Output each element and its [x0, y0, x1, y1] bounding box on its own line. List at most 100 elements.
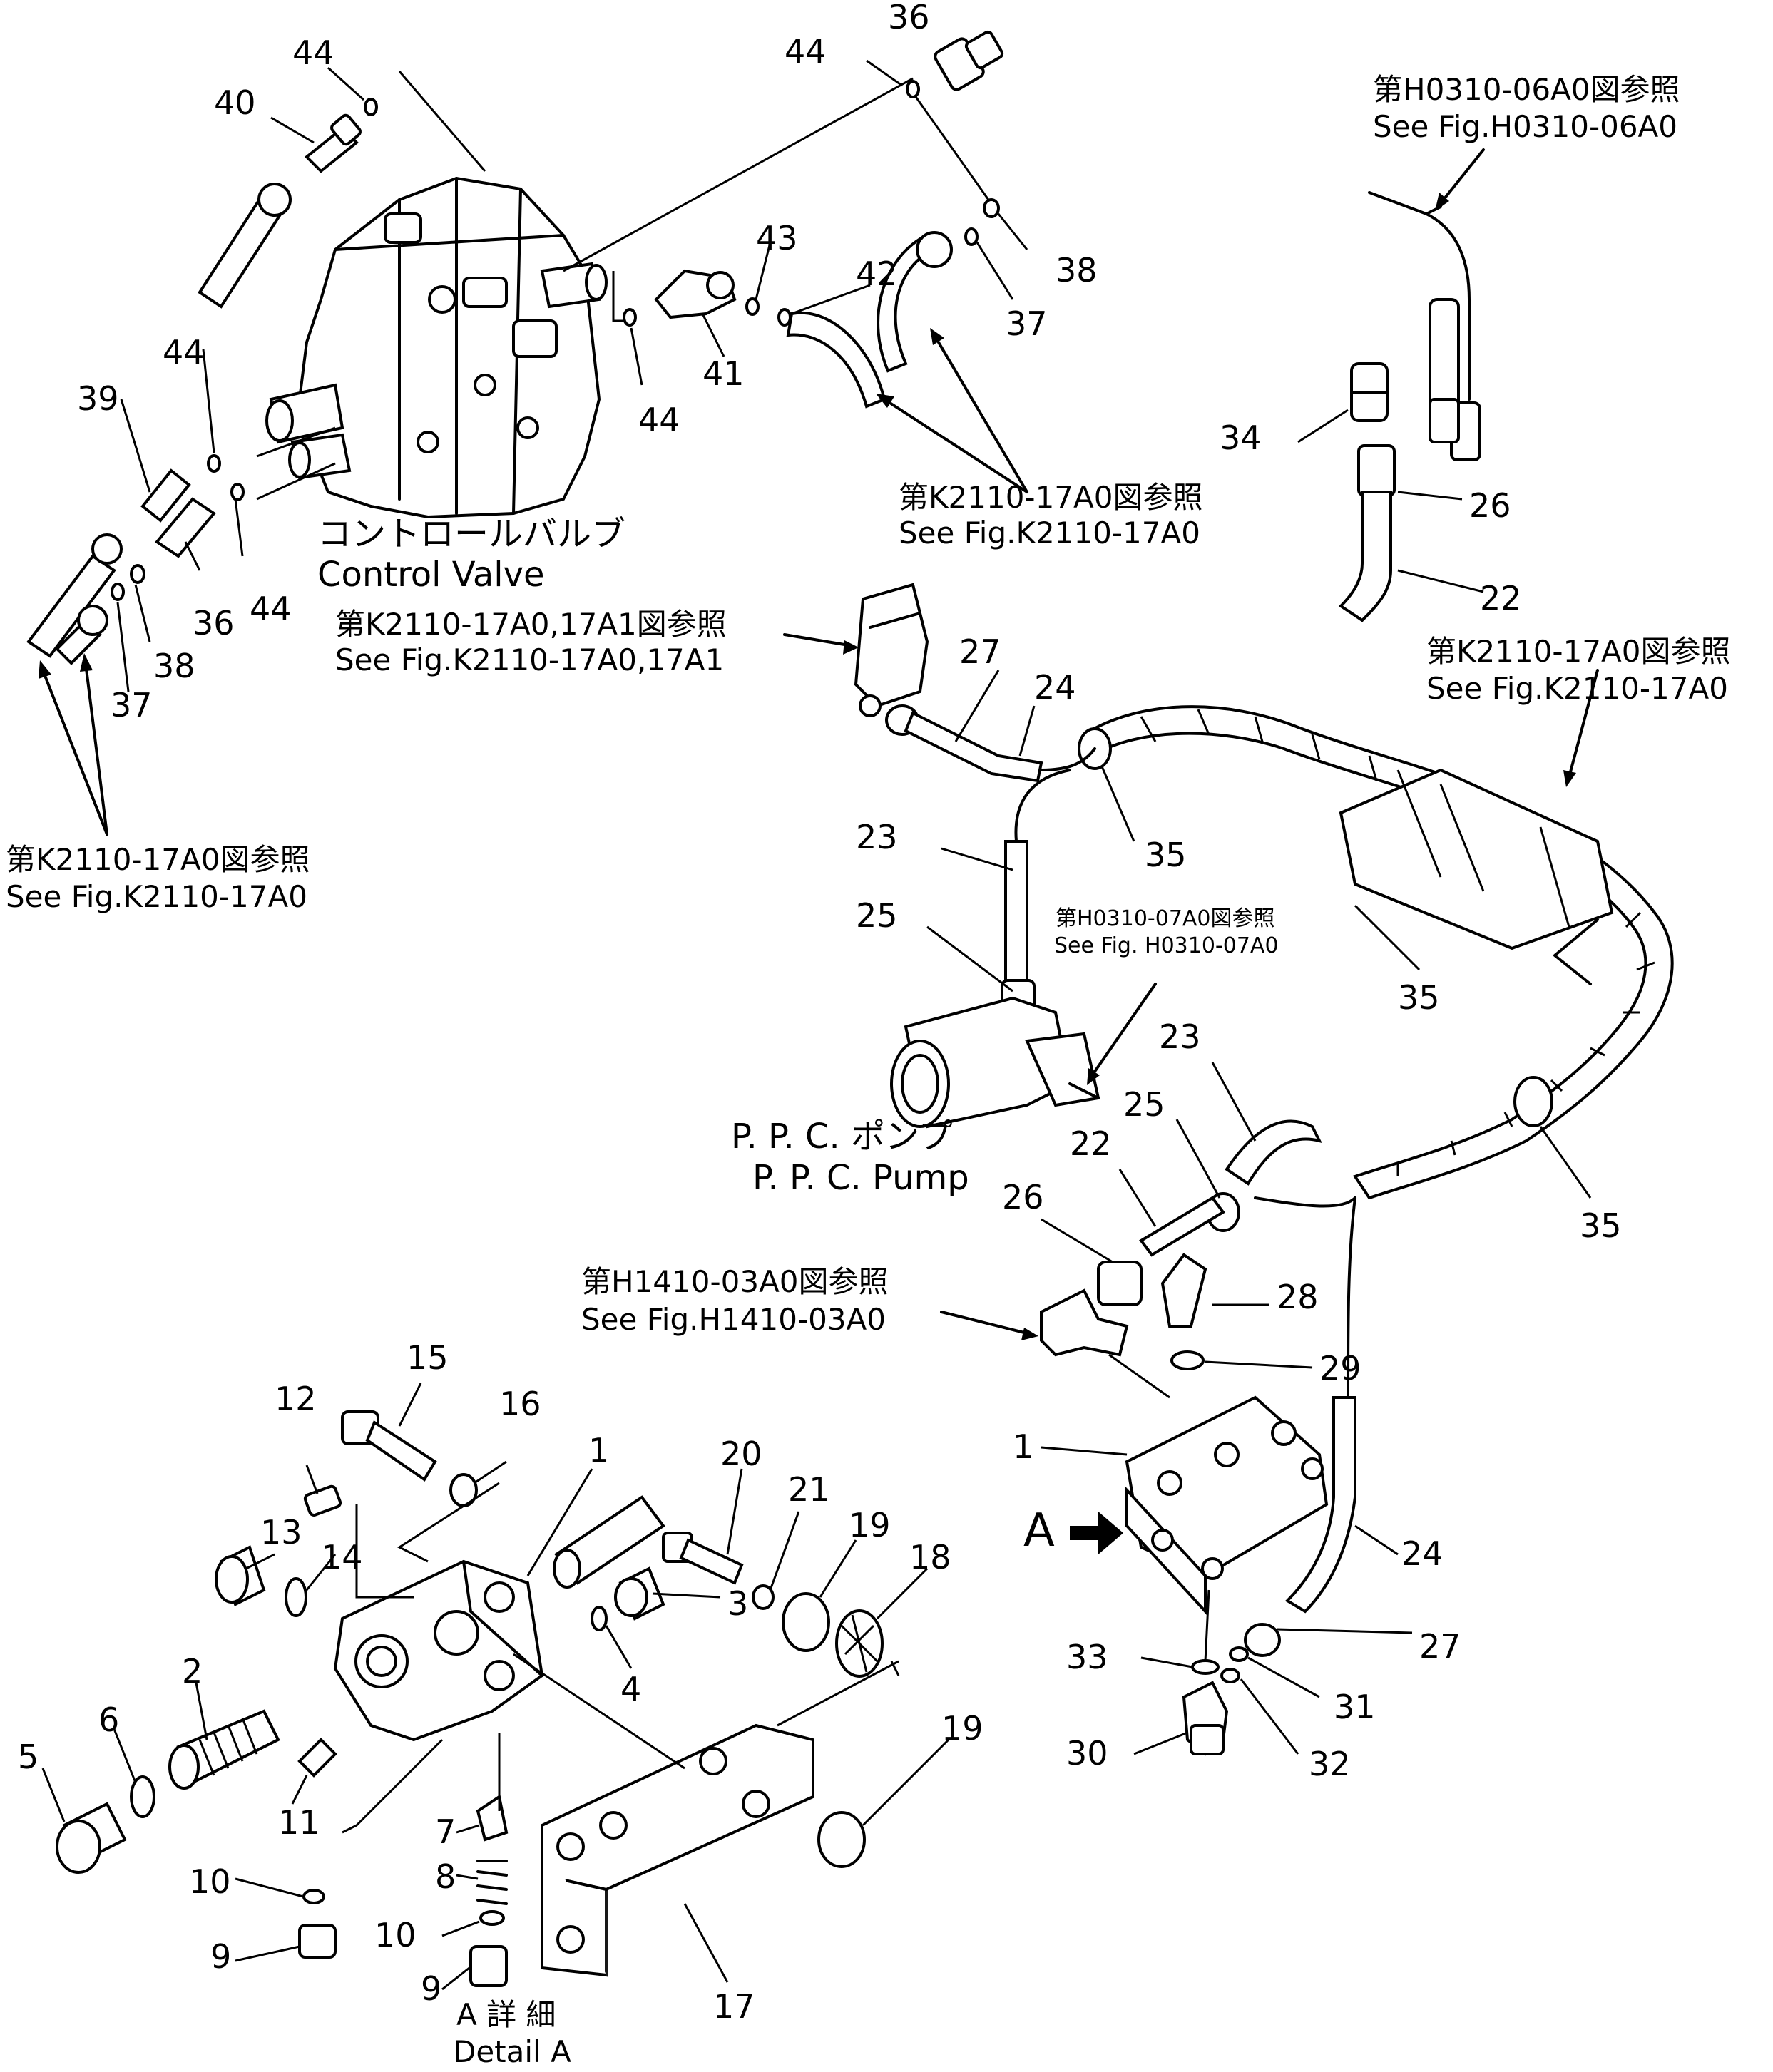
- callout: 1: [588, 1431, 609, 1470]
- callout: 21: [788, 1470, 830, 1509]
- o-ring-4: [591, 1606, 608, 1631]
- o-ring-10a: [302, 1889, 325, 1904]
- callout: 5: [18, 1738, 39, 1776]
- callout: 34: [1220, 419, 1262, 457]
- callout: 44: [638, 401, 680, 439]
- mesh-18: [835, 1609, 884, 1678]
- callout: 39: [77, 379, 119, 418]
- callout: 33: [1066, 1638, 1108, 1676]
- hose-24-27-right: [1244, 1196, 1356, 1657]
- callout: 26: [1002, 1178, 1044, 1216]
- ref-k2110-17a0-top-en: See Fig.K2110-17A0: [899, 516, 1200, 550]
- spring-8: [476, 1860, 508, 1905]
- plate-17: [541, 1723, 814, 1977]
- callout: 37: [1006, 304, 1048, 343]
- callout: 35: [1580, 1206, 1622, 1245]
- callout: 7: [435, 1812, 456, 1851]
- fitting-34: [1350, 362, 1389, 422]
- reference-notes: 第H0310-06A0図参照 See Fig.H0310-06A0 第K2110…: [6, 72, 1730, 1337]
- o-ring-14: [285, 1577, 307, 1617]
- fitting-36-left: [155, 497, 216, 558]
- ref-k2110-17a0-right-jp: 第K2110-17A0図参照: [1426, 634, 1730, 669]
- o-ring-6: [130, 1775, 155, 1818]
- leader-lines-detail: [342, 1482, 900, 1834]
- callout: 44: [163, 333, 205, 371]
- disc-19-top: [782, 1592, 830, 1652]
- callout: 22: [1480, 579, 1522, 617]
- callout: 44: [250, 590, 292, 628]
- clamp-35-lower: [1513, 1076, 1553, 1127]
- plug-12: [303, 1484, 342, 1517]
- bolt-20: [662, 1532, 744, 1585]
- fitting-30: [1182, 1681, 1229, 1756]
- hose-42: [786, 311, 886, 409]
- callout: 9: [210, 1937, 231, 1976]
- reference-arrows: [39, 148, 1599, 1340]
- hose-23-25-left: [1001, 769, 1071, 1025]
- callout: 44: [292, 34, 334, 72]
- callout: 2: [182, 1652, 203, 1691]
- callout: 10: [189, 1862, 231, 1901]
- fitting-7: [476, 1794, 509, 1842]
- control-valve-caption-jp: コントロールバルブ: [317, 514, 625, 554]
- ref-k2110-17a0-top-jp: 第K2110-17A0図参照: [899, 480, 1202, 515]
- callout: 36: [888, 0, 930, 36]
- ref-k2110-17a0-17a1-jp: 第K2110-17A0,17A1図参照: [335, 607, 727, 642]
- callout: 13: [260, 1513, 302, 1552]
- callout: 37: [111, 686, 153, 724]
- hose-22-26-top: [1338, 444, 1396, 622]
- ref-h0310-07a0-en: See Fig. H0310-07A0: [1054, 933, 1279, 958]
- callout: 8: [435, 1857, 456, 1896]
- fitting-36-top: [934, 30, 1004, 91]
- ref-k2110-17a0-right-en: See Fig.K2110-17A0: [1426, 671, 1728, 706]
- ppc-valve-ref: [854, 583, 929, 717]
- callout: 3: [727, 1584, 748, 1623]
- callout: 38: [153, 647, 195, 685]
- ppc-pump-caption-jp: P. P. C. ポンプ: [731, 1117, 953, 1156]
- callout: 20: [720, 1435, 762, 1473]
- hoses-left-37-38: [26, 533, 123, 665]
- callout: 14: [321, 1538, 363, 1576]
- callout: 11: [278, 1803, 320, 1842]
- o-rings-valve: [111, 80, 1000, 601]
- hose-37-38-top: [877, 231, 953, 373]
- fitting-40: [305, 113, 362, 173]
- control-valve-body: [265, 176, 608, 519]
- fitting-11: [297, 1738, 337, 1778]
- arrow-a-marker: [1070, 1512, 1123, 1554]
- leader-block-bottom: [1204, 1589, 1210, 1662]
- callout: 40: [214, 83, 256, 122]
- detail-a-caption-jp: A 詳 細: [456, 1997, 556, 2032]
- ref-h1410-03a0-en: See Fig.H1410-03A0: [581, 1302, 886, 1337]
- ref-h0310-06a0-jp: 第H0310-06A0図参照: [1373, 72, 1680, 107]
- callout: 43: [756, 219, 798, 257]
- callout: 22: [1070, 1124, 1112, 1163]
- fitting-28: [1160, 1253, 1207, 1328]
- control-valve-caption-en: Control Valve: [317, 555, 545, 595]
- plug-5: [56, 1802, 127, 1874]
- callout: 35: [1398, 978, 1440, 1017]
- callout: 18: [909, 1538, 951, 1576]
- callout: 19: [849, 1506, 891, 1544]
- callout: 4: [620, 1670, 641, 1708]
- clamp-35-block: [1339, 768, 1614, 985]
- detail-a-caption-en: Detail A: [453, 2034, 571, 2068]
- callout: 23: [1159, 1017, 1201, 1056]
- tube-top-right: [1368, 191, 1481, 461]
- callout: 35: [1145, 836, 1187, 874]
- callout: 30: [1066, 1734, 1108, 1773]
- callout: 27: [959, 632, 1001, 671]
- detail-a-block: [333, 1559, 544, 1742]
- hose-end-top-left: [198, 183, 292, 309]
- valve-block-1-right: [1125, 1395, 1329, 1616]
- callout: 42: [856, 255, 898, 293]
- ref-h0310-07a0-jp: 第H0310-07A0図参照: [1056, 906, 1275, 931]
- plug-13: [215, 1545, 266, 1606]
- plug-9a: [298, 1924, 337, 1959]
- callout: 36: [193, 604, 235, 642]
- leader-tee-block: [1108, 1353, 1170, 1399]
- callout: 1: [1013, 1427, 1033, 1466]
- ref-h1410-03a0-jp: 第H1410-03A0図参照: [581, 1264, 889, 1299]
- ppc-pump-caption-en: P. P. C. Pump: [752, 1158, 969, 1198]
- captions: コントロールバルブ Control Valve P. P. C. ポンプ P. …: [317, 514, 1055, 2069]
